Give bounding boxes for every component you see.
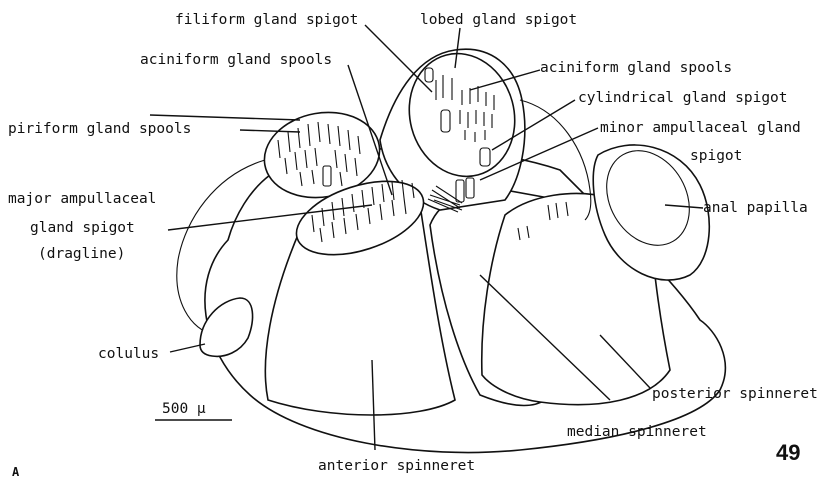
label-anterior: anterior spinneret (318, 458, 475, 474)
label-aciniform-left: aciniform gland spools (140, 52, 332, 68)
page-number: 49 (776, 440, 800, 465)
label-posterior: posterior spinneret (652, 386, 818, 402)
panel-letter: A (12, 465, 20, 479)
label-major-3: (dragline) (38, 246, 125, 262)
label-colulus: colulus (98, 346, 159, 362)
label-major-1: major ampullaceal (8, 191, 156, 207)
scale-label: 500 μ (162, 401, 206, 417)
label-anal: anal papilla (703, 200, 808, 216)
label-minor-2: spigot (690, 148, 742, 164)
label-major-2: gland spigot (30, 220, 135, 236)
label-filiform: filiform gland spigot (175, 12, 358, 28)
label-cylindrical: cylindrical gland spigot (578, 90, 788, 106)
label-lobed: lobed gland spigot (420, 12, 577, 28)
label-minor-1: minor ampullaceal gland (600, 120, 801, 136)
label-piriform: piriform gland spools (8, 121, 191, 137)
label-aciniform-right: aciniform gland spools (540, 60, 732, 76)
label-median: median spinneret (567, 424, 707, 440)
